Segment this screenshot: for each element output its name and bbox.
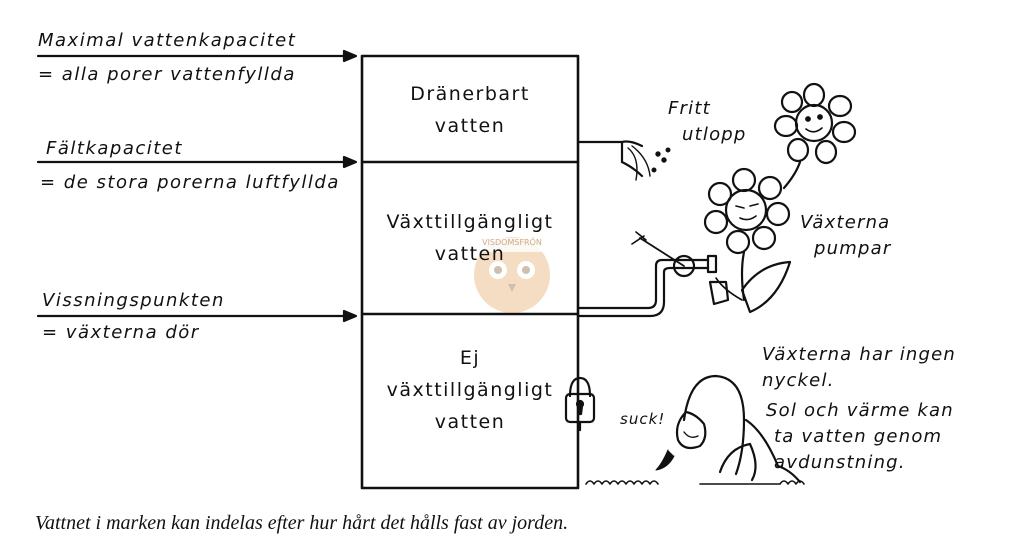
soil-water-box [360, 54, 580, 490]
wilted-flower-icon [655, 374, 802, 484]
sigh-label: suck! [620, 410, 666, 428]
ground-scribble [585, 480, 805, 485]
field-capacity-desc: = de stora porerna luftfyllda [40, 172, 340, 193]
free-outlet-label: Fritt utlopp [668, 98, 747, 145]
zone-available: Växttillgängligt vatten [386, 211, 554, 265]
arrow-max-capacity [36, 49, 358, 63]
max-capacity-desc: = alla porer vattenfyllda [38, 64, 296, 85]
flower-top-icon [773, 82, 857, 190]
watermark-text: VISDOMSFRÖN [482, 238, 542, 247]
figure-caption: Vattnet i marken kan indelas efter hur h… [35, 512, 569, 534]
pump-pipe [576, 231, 730, 318]
arrow-wilting-point [36, 309, 358, 323]
plants-pump-label: Växterna pumpar [800, 212, 892, 259]
lock-icon [564, 376, 596, 432]
no-key-label: Växterna har ingen nyckel. [762, 344, 957, 391]
arrow-field-capacity [36, 155, 358, 169]
wilting-point-desc: = växterna dör [42, 322, 200, 343]
zone-unavailable: Ej växttillgängligt vatten [386, 347, 554, 433]
flower-pumping-icon [703, 167, 792, 314]
max-capacity-title: Maximal vattenkapacitet [38, 30, 297, 51]
outlet-pipe [576, 140, 671, 181]
wilting-point-title: Vissningspunkten [42, 290, 225, 311]
zone-drainable: Dränerbart vatten [410, 83, 530, 137]
evaporation-label: Sol och värme kan ta vatten genom avduns… [766, 400, 954, 473]
watermark-owl-icon [474, 237, 550, 313]
field-capacity-title: Fältkapacitet [46, 138, 183, 159]
